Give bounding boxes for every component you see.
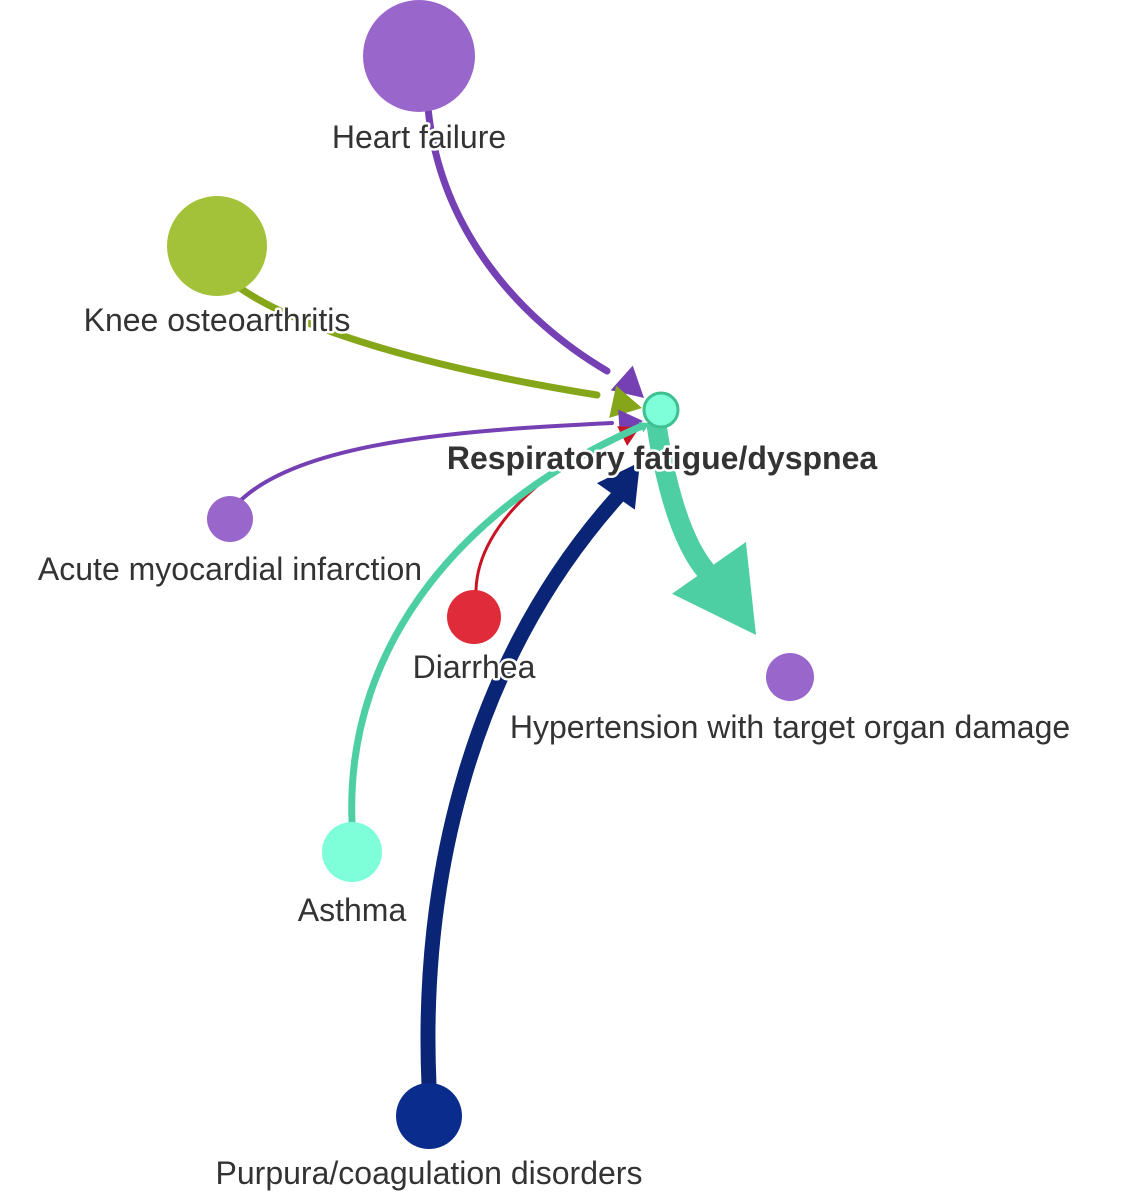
node-knee[interactable] bbox=[167, 196, 267, 296]
edges-layer bbox=[236, 104, 756, 1093]
node-asthma[interactable] bbox=[322, 822, 382, 882]
node-label-asthma: Asthma bbox=[298, 892, 407, 928]
edge-asthma-to-resp bbox=[348, 422, 650, 826]
edge-line bbox=[424, 104, 611, 375]
node-hyper[interactable] bbox=[766, 653, 814, 701]
nodes-layer bbox=[167, 0, 814, 1149]
node-label-resp: Respiratory fatigue/dyspnea bbox=[447, 440, 878, 476]
node-label-purpura: Purpura/coagulation disorders bbox=[216, 1155, 643, 1191]
node-ami[interactable] bbox=[207, 496, 253, 542]
edge-line bbox=[647, 418, 716, 581]
edge-arrowhead bbox=[596, 462, 640, 510]
node-resp[interactable] bbox=[642, 391, 680, 429]
node-label-knee: Knee osteoarthritis bbox=[84, 302, 351, 338]
node-label-diarrhea: Diarrhea bbox=[413, 649, 536, 685]
edge-line bbox=[236, 284, 601, 399]
edge-purpura-to-resp bbox=[420, 462, 640, 1093]
edge-knee-to-resp bbox=[236, 284, 642, 418]
edge-line bbox=[236, 421, 614, 505]
edge-resp-to-hyper bbox=[647, 418, 756, 635]
node-label-ami: Acute myocardial infarction bbox=[38, 551, 422, 587]
node-label-heart: Heart failure bbox=[332, 119, 506, 155]
edge-arrowhead bbox=[638, 422, 650, 433]
edge-line bbox=[420, 486, 628, 1093]
edge-arrowhead bbox=[672, 541, 756, 635]
node-purpura[interactable] bbox=[396, 1083, 462, 1149]
edge-arrowhead bbox=[609, 385, 642, 418]
node-heart[interactable] bbox=[363, 0, 475, 112]
edge-line bbox=[348, 422, 646, 826]
node-label-hyper: Hypertension with target organ damage bbox=[510, 709, 1070, 745]
node-diarrhea[interactable] bbox=[447, 590, 501, 644]
